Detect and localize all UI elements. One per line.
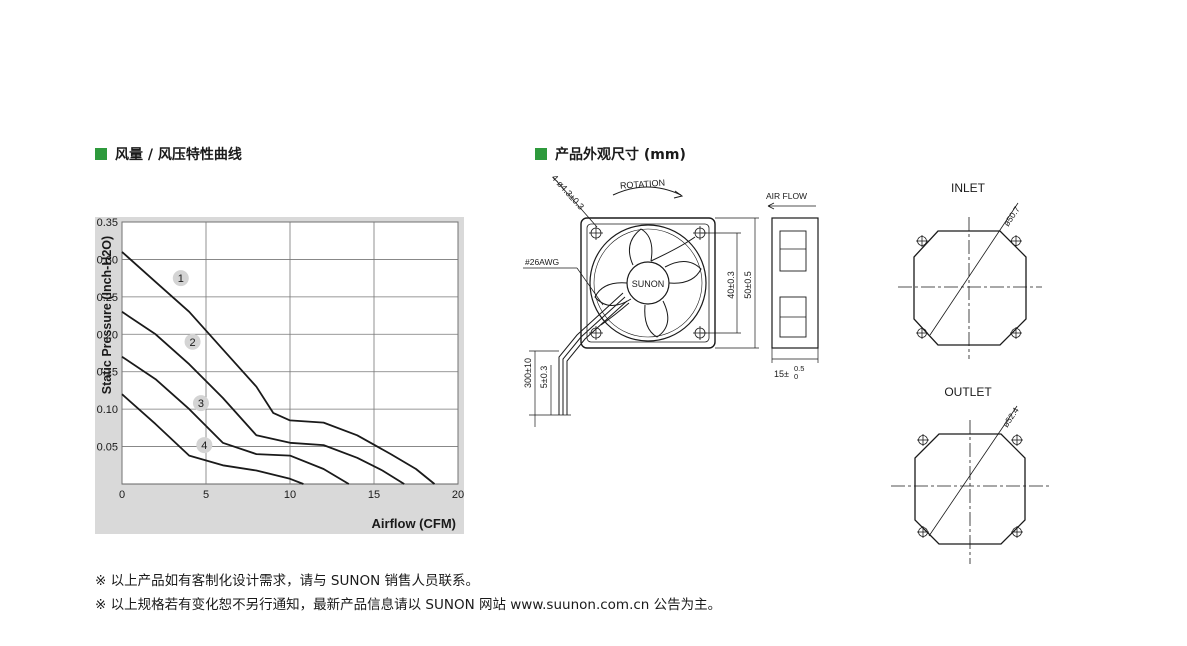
inlet-outline [913, 230, 1027, 346]
y-tick-label: 0.20 [97, 329, 118, 341]
curve-label-4: 4 [196, 437, 213, 454]
fan-side-view-drawing: AIR FLOW 15± 0.5 0 [766, 191, 819, 381]
arrow-head-icon [673, 190, 684, 199]
curves-section-title: 风量 / 风压特性曲线 [95, 144, 242, 164]
dim-5-label: 5±0.3 [539, 366, 549, 388]
fan-frame [580, 217, 716, 349]
note-specification-change: ※ 以上规格若有变化恕不另行通知，最新产品信息请以 SUNON 网站 www.s… [95, 597, 722, 613]
note-customization: ※ 以上产品如有客制化设计需求，请与 SUNON 销售人员联系。 [95, 573, 479, 589]
side-frame [771, 217, 819, 349]
series-line-3 [121, 355, 350, 485]
fan-blades [594, 228, 702, 338]
x-tick-label: 20 [452, 489, 464, 501]
dimensions-section-title: 产品外观尺寸 (mm) [535, 144, 686, 164]
curve-label-1: 1 [172, 270, 189, 287]
curve-label-badge [172, 270, 189, 287]
y-tick-label: 0.15 [97, 367, 118, 379]
curve-label-text: 3 [198, 398, 204, 410]
y-tick-label: 0.10 [97, 404, 118, 416]
curve-label-badge [196, 437, 213, 454]
green-square-icon [95, 148, 107, 160]
dim-50-label: 50±0.5 [743, 271, 753, 298]
brand-label: SUNON [632, 279, 665, 289]
y-tick-label: 0.30 [97, 254, 118, 266]
curve-label-badge [184, 333, 201, 350]
curve-label-text: 2 [189, 337, 195, 349]
y-tick-label: 0.35 [97, 217, 118, 229]
curve-label-3: 3 [192, 395, 209, 412]
outlet-view-drawing: OUTLET ø52.4 [891, 385, 1049, 564]
curve-label-text: 1 [178, 273, 184, 285]
x-axis-label: Airflow (CFM) [372, 516, 456, 531]
curve-label-badge [192, 395, 209, 412]
dimensions-title-text: 产品外观尺寸 (mm) [555, 147, 686, 163]
curve-label-2: 2 [184, 333, 201, 350]
series-line-1 [121, 251, 436, 485]
rotation-label: ROTATION [620, 178, 666, 191]
series-line-4 [121, 393, 304, 485]
dim-40-label: 40±0.3 [726, 271, 736, 298]
outlet-outline [914, 433, 1026, 545]
green-square-icon [535, 148, 547, 160]
series-line-2 [121, 311, 405, 485]
x-tick-label: 0 [119, 489, 125, 501]
y-tick-label: 0.25 [97, 292, 118, 304]
air-flow-arrow-icon [767, 202, 816, 210]
dim-15-tol-bottom: 0 [794, 372, 798, 381]
y-tick-label: 0.05 [97, 442, 118, 454]
x-tick-label: 5 [203, 489, 209, 501]
dim-15-label: 15± [774, 369, 789, 379]
x-tick-label: 10 [284, 489, 296, 501]
wire-gauge-label: #26AWG [525, 257, 559, 267]
inlet-label: INLET [951, 181, 986, 195]
inlet-view-drawing: INLET ø50.7 [898, 181, 1042, 359]
dim-15-tol-top: 0.5 [794, 364, 804, 373]
lead-wires [558, 292, 628, 415]
outlet-label: OUTLET [944, 385, 992, 399]
inlet-diameter-label: ø50.7 [1001, 204, 1022, 228]
x-tick-label: 15 [368, 489, 380, 501]
rotation-arc [612, 186, 682, 196]
curve-label-text: 4 [201, 440, 207, 452]
dim-300-label: 300±10 [523, 358, 533, 388]
y-axis-label: Static Pressure (Inch-H2O) [100, 236, 114, 394]
fan-hub [626, 261, 670, 305]
hole-dimension-label: 4-ø4.3±0.3 [550, 173, 587, 212]
curves-title-text: 风量 / 风压特性曲线 [115, 147, 242, 163]
fan-front-view-drawing: ROTATION 4-ø4.3±0.3 SUNON #26AWG [523, 173, 759, 427]
air-flow-label: AIR FLOW [766, 191, 807, 201]
fan-ring [589, 224, 707, 342]
outlet-diameter-label: ø52.4 [1000, 405, 1021, 429]
